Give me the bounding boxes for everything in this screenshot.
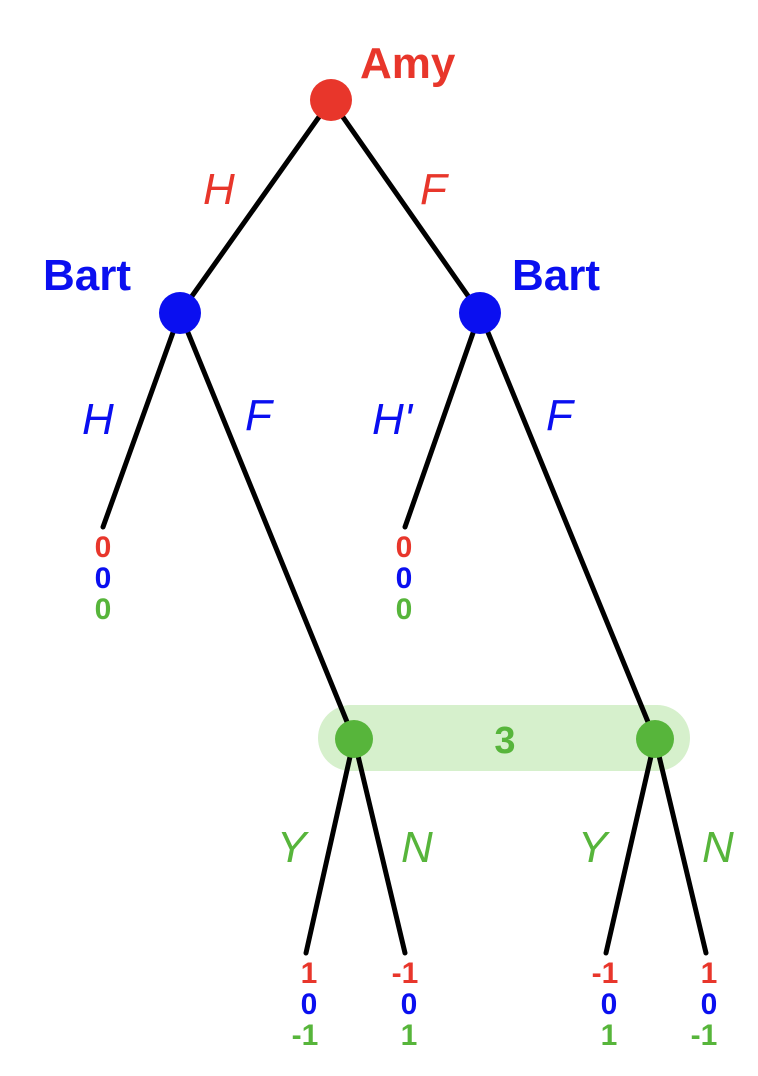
payoff-bart: 0 bbox=[701, 988, 718, 1021]
edge-amy-f bbox=[328, 97, 483, 316]
edge-bart-right-h bbox=[402, 310, 483, 530]
payoff-amy: -1 bbox=[592, 957, 619, 990]
player-label-amy: Amy bbox=[360, 39, 456, 88]
edge-bart-left-f bbox=[177, 310, 357, 742]
node-p3-right bbox=[636, 720, 674, 758]
node-amy bbox=[310, 79, 352, 121]
edge-p3-right-y bbox=[603, 736, 658, 956]
edge-p3-right-n bbox=[652, 736, 709, 956]
action-label-bart-left-h: H bbox=[82, 395, 114, 444]
action-label-p3-right-n: N bbox=[702, 823, 734, 872]
payoff-player3: 1 bbox=[601, 1019, 618, 1052]
player-label-bart-right: Bart bbox=[512, 251, 600, 300]
action-label-amy-h: H bbox=[203, 165, 235, 214]
payoff-bart: 0 bbox=[601, 988, 618, 1021]
edge-p3-left-n bbox=[351, 736, 408, 956]
payoff-amy: -1 bbox=[392, 957, 419, 990]
payoff-player3: 1 bbox=[401, 1019, 418, 1052]
action-label-amy-f: F bbox=[420, 165, 449, 214]
payoff-bart: 0 bbox=[301, 988, 318, 1021]
node-bart-left bbox=[159, 292, 201, 334]
edge-bart-left-h bbox=[100, 310, 183, 530]
payoff-player3: 0 bbox=[396, 593, 413, 626]
payoff-amy: 1 bbox=[301, 957, 318, 990]
action-label-p3-left-n: N bbox=[401, 823, 433, 872]
player-label-bart-left: Bart bbox=[43, 251, 131, 300]
payoff-bart: 0 bbox=[401, 988, 418, 1021]
action-label-bart-right-h: H' bbox=[372, 395, 414, 444]
payoff-bart: 0 bbox=[95, 562, 112, 595]
action-label-bart-right-f: F bbox=[546, 391, 575, 440]
information-set-label: 3 bbox=[494, 720, 515, 762]
node-bart-right bbox=[459, 292, 501, 334]
payoff-amy: 1 bbox=[701, 957, 718, 990]
edge-bart-right-f bbox=[477, 310, 658, 742]
payoff-bart: 0 bbox=[396, 562, 413, 595]
action-label-p3-left-y: Y bbox=[277, 823, 309, 872]
action-label-p3-right-y: Y bbox=[578, 823, 610, 872]
payoff-amy: 0 bbox=[95, 531, 112, 564]
payoff-amy: 0 bbox=[396, 531, 413, 564]
payoff-player3: -1 bbox=[292, 1019, 319, 1052]
action-label-bart-left-f: F bbox=[245, 391, 274, 440]
payoff-player3: 0 bbox=[95, 593, 112, 626]
edge-amy-h bbox=[177, 97, 334, 316]
information-set-band bbox=[318, 705, 690, 771]
node-p3-left bbox=[335, 720, 373, 758]
payoff-player3: -1 bbox=[691, 1019, 718, 1052]
edge-p3-left-y bbox=[303, 736, 357, 956]
